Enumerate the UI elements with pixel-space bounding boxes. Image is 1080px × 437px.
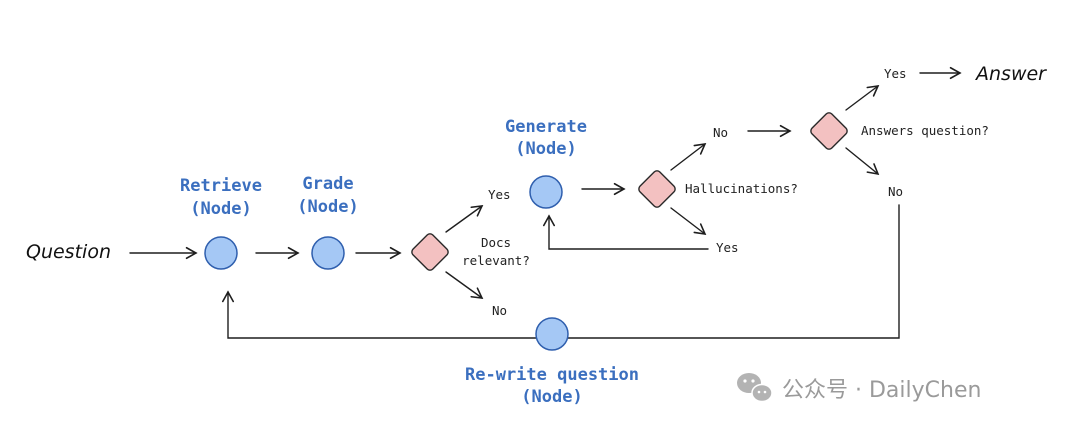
grade-node — [311, 236, 345, 270]
answers-yes-label: Yes — [884, 66, 907, 81]
docs-relevant-decision — [411, 233, 449, 271]
generate-node — [529, 175, 563, 209]
retrieve-node-sublabel: (Node) — [190, 199, 251, 219]
edge-hallucinations-yes — [670, 207, 707, 235]
answer-end-label: Answer — [974, 63, 1047, 85]
hallucinations-no-label: No — [713, 125, 728, 140]
rewrite-node-sublabel: (Node) — [521, 387, 582, 407]
grade-node-label: Grade — [302, 174, 353, 194]
generate-node-sublabel: (Node) — [515, 139, 576, 159]
hallucinations-decision — [638, 170, 676, 208]
question-start-label: Question — [26, 241, 111, 263]
docs-no-label: No — [492, 303, 507, 318]
wechat-icon — [737, 373, 773, 403]
edge-docs-relevant-no — [445, 271, 484, 299]
docs-yes-label: Yes — [488, 187, 511, 202]
rewrite-node-label: Re-write question — [465, 365, 639, 385]
docs-relevant-label-line1: Docs — [481, 235, 511, 250]
edge-no-to-rewrite-to-retrieve — [221, 204, 900, 339]
edge-answers-question-no — [845, 147, 880, 176]
edge-answers-question-yes — [845, 85, 880, 111]
hallucinations-yes-label: Yes — [716, 240, 739, 255]
hallucinations-label: Hallucinations? — [685, 181, 798, 196]
edge-hallucinations-yes-back-to-generate — [542, 214, 709, 250]
grade-node-sublabel: (Node) — [297, 197, 358, 217]
generate-node-label: Generate — [505, 117, 587, 137]
rewrite-question-node — [535, 317, 569, 351]
retrieve-node — [204, 236, 238, 270]
edge-hallucinations-no — [670, 143, 707, 171]
answers-no-label: No — [888, 184, 903, 199]
watermark-text: 公众号 · DailyChen — [782, 378, 981, 403]
answers-question-label: Answers question? — [861, 123, 989, 138]
docs-relevant-label-line2: relevant? — [462, 253, 530, 268]
answers-question-decision — [810, 112, 848, 150]
retrieve-node-label: Retrieve — [180, 176, 262, 196]
edge-docs-relevant-yes — [445, 205, 484, 233]
